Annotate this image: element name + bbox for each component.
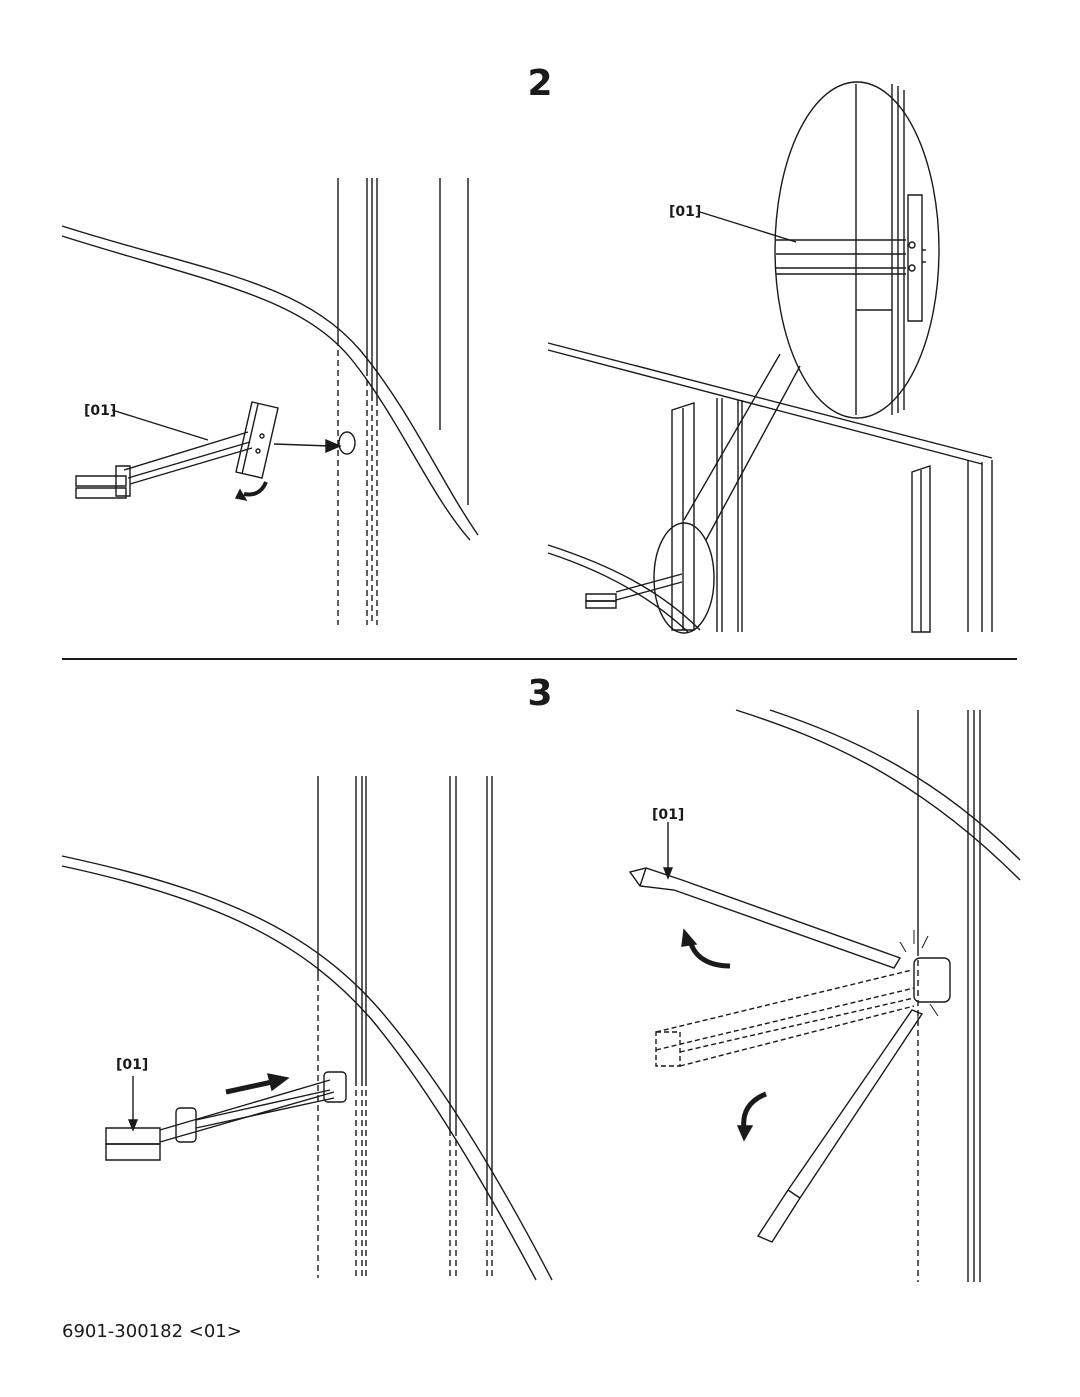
step-3-number: 3	[527, 673, 553, 714]
step-2-number: 2	[527, 63, 553, 104]
section-divider	[62, 658, 1017, 660]
document-code: 6901-300182 <01>	[62, 1321, 242, 1342]
part-callout-01-step2-right: [01]	[669, 204, 702, 220]
part-callout-01-step3-right: [01]	[652, 807, 685, 823]
part-callout-01-step2-left: [01]	[84, 403, 117, 419]
part-callout-01-step3-left: [01]	[116, 1057, 149, 1073]
